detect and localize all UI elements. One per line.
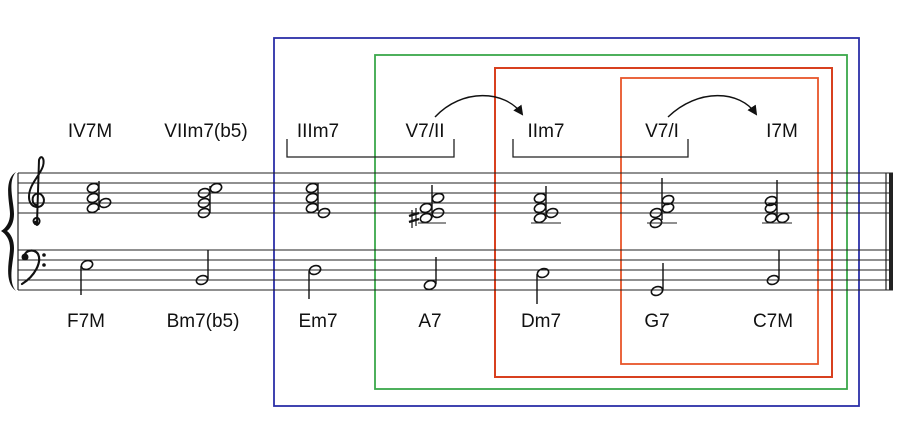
roman-numeral-label: IV7M — [68, 121, 112, 142]
resolution-arrow-to-iim7 — [434, 95, 524, 118]
bass-clef-icon — [20, 249, 46, 286]
treble-chord-7 — [762, 180, 792, 224]
notehead — [98, 197, 112, 209]
notehead — [86, 182, 100, 194]
notehead — [86, 202, 100, 214]
bass-note-3 — [308, 264, 322, 299]
chord-name-label: Dm7 — [521, 311, 561, 332]
chord-name-label: F7M — [67, 311, 105, 332]
notehead — [423, 279, 437, 291]
roman-numeral-label: V7/II — [405, 121, 444, 142]
notehead — [649, 207, 663, 219]
roman-numeral-row: IV7M VIIm7(b5) IIIm7 V7/II IIm7 V7/I I7M — [68, 121, 798, 142]
treble-chord-1 — [86, 181, 112, 214]
notehead — [317, 207, 331, 219]
bass-note-2 — [195, 250, 209, 286]
notehead — [776, 212, 790, 224]
notehead — [431, 207, 445, 219]
notehead — [305, 202, 319, 214]
notehead — [536, 267, 550, 279]
notehead — [80, 259, 94, 271]
treble-clef-icon — [27, 156, 45, 226]
v-of-ii-chain-box — [374, 54, 848, 390]
notehead — [764, 212, 778, 224]
v-i-cadence-box — [620, 77, 819, 365]
roman-numeral-label: I7M — [766, 121, 798, 142]
chord-name-label: A7 — [418, 311, 441, 332]
notehead — [533, 212, 547, 224]
treble-clef-dot — [33, 220, 39, 226]
treble-chord-2 — [197, 182, 223, 219]
chord-name-label: G7 — [644, 311, 669, 332]
bass-note-5 — [536, 267, 550, 304]
notehead — [764, 202, 778, 214]
bass-note-7 — [766, 250, 780, 286]
notehead — [431, 192, 445, 204]
bass-note-4 — [423, 257, 437, 291]
treble-chord-5 — [531, 186, 561, 224]
notehead — [661, 194, 675, 206]
roman-numeral-label: IIIm7 — [297, 121, 339, 142]
bass-note-6 — [650, 263, 664, 297]
notehead — [197, 187, 211, 199]
bass-note-1 — [80, 259, 94, 295]
treble-staff — [18, 172, 893, 214]
bass-staff — [18, 249, 893, 291]
treble-chord-6 — [647, 178, 677, 229]
notehead — [419, 202, 433, 214]
brace-icon — [1, 172, 16, 291]
roman-numeral-label: IIm7 — [528, 121, 565, 142]
treble-chord-3 — [305, 182, 331, 219]
resolution-arrow-to-i7m — [667, 95, 758, 118]
secondary-dominant-chain-box — [273, 37, 860, 407]
notehead — [305, 192, 319, 204]
notehead — [197, 207, 211, 219]
chord-name-row: F7M Bm7(b5) Em7 A7 Dm7 G7 C7M — [67, 311, 793, 332]
bracket-iii-v-of-ii — [286, 139, 455, 158]
notehead — [649, 217, 663, 229]
sharp-icon — [408, 208, 420, 228]
chord-name-label: C7M — [753, 311, 793, 332]
roman-numeral-label: V7/I — [645, 121, 679, 142]
notehead — [764, 195, 778, 207]
chord-name-label: Em7 — [298, 311, 337, 332]
notehead — [545, 207, 559, 219]
notehead — [533, 202, 547, 214]
notehead — [305, 182, 319, 194]
notehead — [197, 197, 211, 209]
notehead — [650, 285, 664, 297]
treble-chord-4 — [408, 185, 446, 228]
notehead — [419, 212, 433, 224]
notehead — [86, 192, 100, 204]
roman-numeral-label: VIIm7(b5) — [164, 121, 247, 142]
chord-name-label: Bm7(b5) — [167, 311, 240, 332]
ii-v-i-box — [494, 67, 833, 378]
notehead — [209, 182, 223, 194]
bracket-ii-v-of-i — [512, 139, 689, 158]
notehead — [533, 192, 547, 204]
